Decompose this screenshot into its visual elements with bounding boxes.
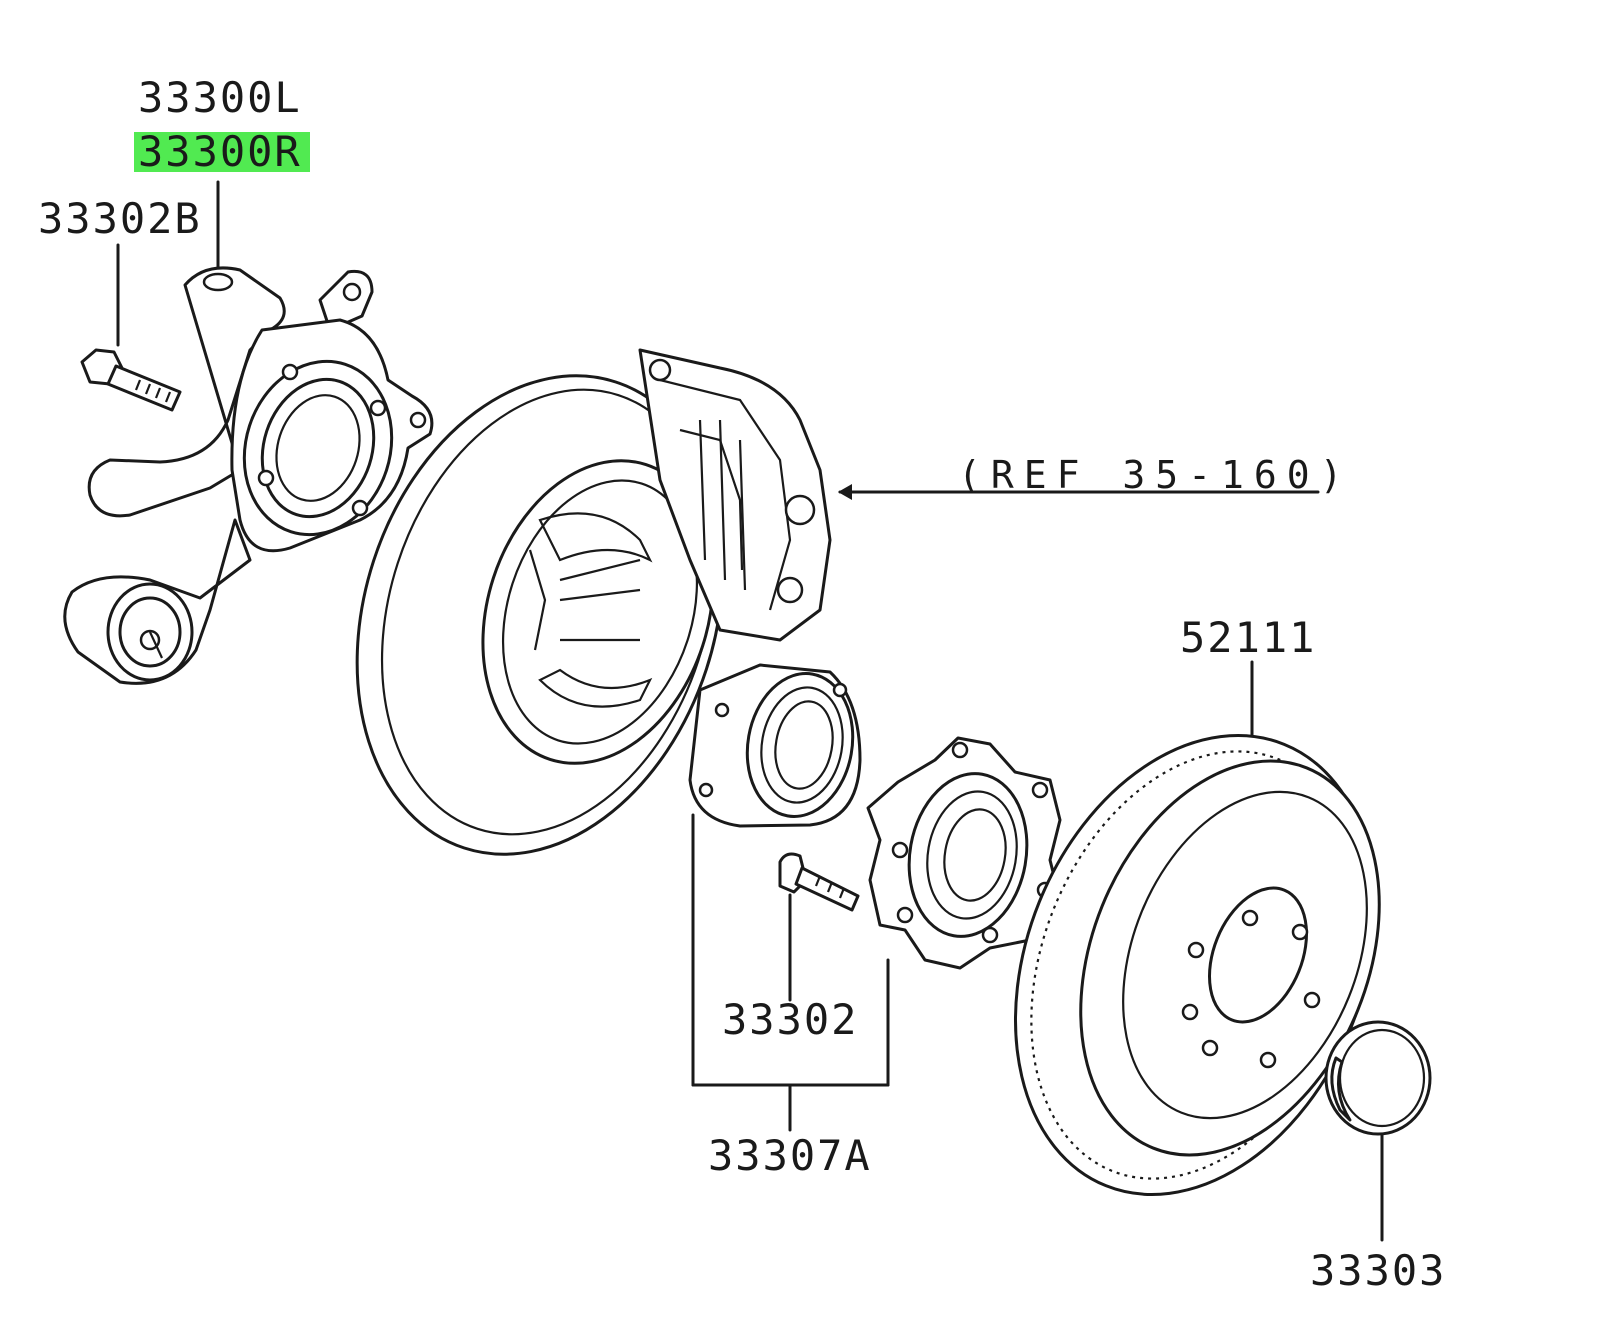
label-brake-disc[interactable]: 52111 <box>1180 613 1316 662</box>
hub-cap-part[interactable] <box>1324 1020 1432 1136</box>
steering-knuckle-part[interactable] <box>63 266 434 685</box>
knuckle-bolt-part[interactable] <box>80 348 182 412</box>
label-ref-note-text: (REF 35-160) <box>958 453 1353 497</box>
arrow-head <box>838 484 852 500</box>
label-hub-bolt-text: 33302 <box>722 995 858 1044</box>
label-hub-assembly-text: 33307A <box>708 1131 872 1180</box>
hub-bolt-part[interactable] <box>778 852 860 912</box>
leader-lines <box>116 180 1384 1242</box>
hub-bearing-part[interactable] <box>688 663 864 828</box>
backing-plate-part[interactable] <box>298 328 832 902</box>
label-hub-cap[interactable]: 33303 <box>1310 1246 1446 1295</box>
label-brake-disc-text: 52111 <box>1180 613 1316 662</box>
label-knuckle-left-text: 33300L <box>138 73 302 122</box>
label-hub-cap-text: 33303 <box>1310 1246 1446 1295</box>
label-knuckle-left[interactable]: 33300L <box>138 73 302 122</box>
label-knuckle-right-text: 33300R <box>138 127 302 176</box>
highlight-marker <box>134 132 310 172</box>
label-hub-assembly[interactable]: 33307A <box>708 1131 872 1180</box>
brake-disc-part[interactable] <box>950 681 1440 1248</box>
label-hub-bolt[interactable]: 33302 <box>722 995 858 1044</box>
label-knuckle-right[interactable]: 33300R <box>134 127 310 176</box>
label-ref-note[interactable]: (REF 35-160) <box>958 453 1353 497</box>
label-knuckle-bolt[interactable]: 33302B <box>38 194 202 243</box>
label-knuckle-bolt-text: 33302B <box>38 194 202 243</box>
hub-flange-part[interactable] <box>866 736 1062 970</box>
